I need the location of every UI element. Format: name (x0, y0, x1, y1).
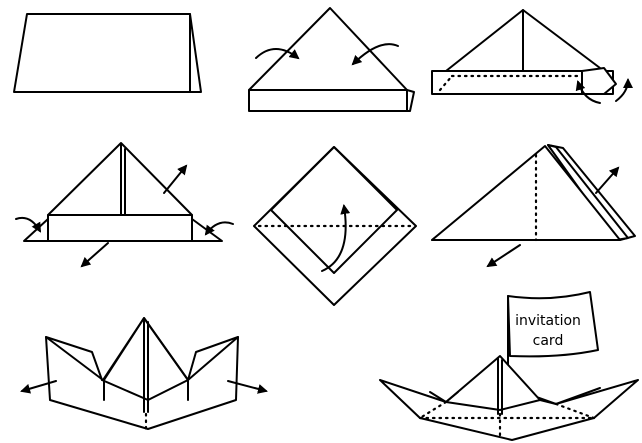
step-8-finished-boat: invitation card (380, 292, 638, 440)
step-5-diamond (254, 147, 416, 305)
step-6-triangle (432, 145, 635, 266)
flag-text-line2: card (533, 333, 564, 349)
pull-arrow-up-icon (164, 166, 186, 193)
step-3-fold-bottom-edges (432, 10, 628, 103)
step-2-fold-corners (249, 8, 414, 111)
pull-arrow-down-icon (82, 243, 108, 266)
step-1-folded-paper (14, 14, 201, 92)
step-4-paper-hat (16, 143, 233, 266)
flag-text-line1: invitation (515, 313, 581, 329)
fold-up-arrow-icon (616, 80, 628, 101)
pull-arrow-up-icon (596, 168, 618, 193)
step-7-pull-open (22, 318, 266, 430)
pull-arrow-down-icon (488, 245, 520, 266)
